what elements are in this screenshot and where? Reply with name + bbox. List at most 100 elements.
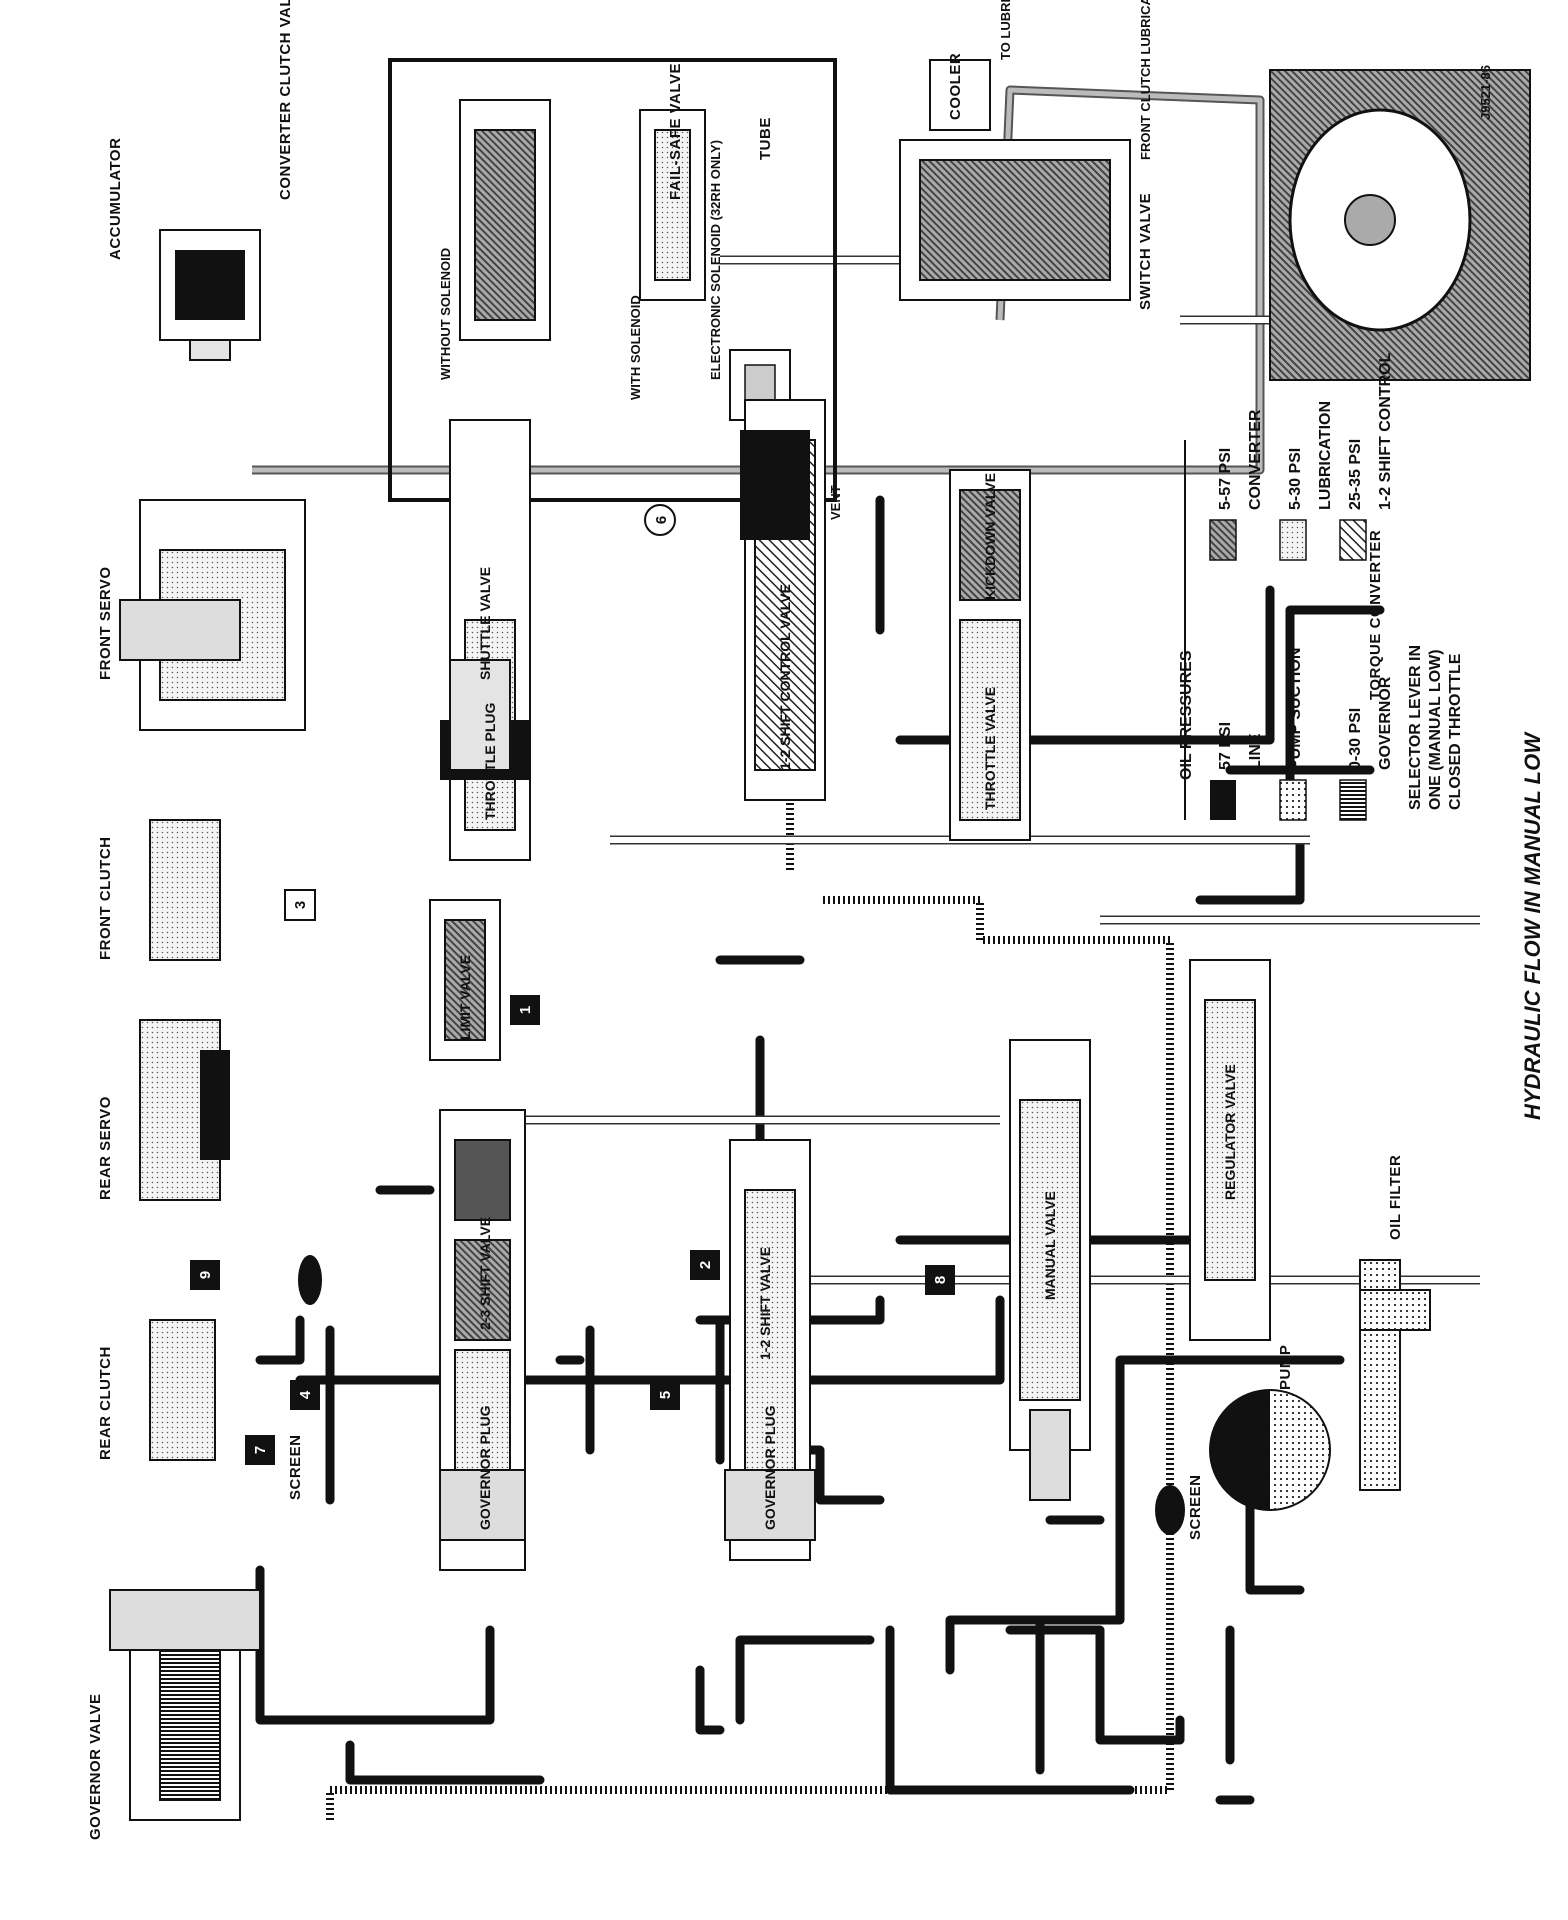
switch-valve-label: SWITCH VALVE: [1137, 193, 1154, 310]
svg-text:9: 9: [197, 1271, 214, 1279]
svg-text:57 PSI: 57 PSI: [1217, 722, 1234, 770]
shift-valve-23-label: 2-3 SHIFT VALVE: [477, 1217, 493, 1330]
svg-text:GOVERNOR: GOVERNOR: [1377, 676, 1394, 770]
legend: OIL PRESSURES 57 PSI LINE PUMP SUCTION 0…: [1178, 352, 1464, 821]
shift-control-valve-label: 1-2 SHIFT CONTROL VALVE: [777, 584, 793, 770]
torque-converter-label: TORQUE CONVERTER: [1367, 530, 1384, 700]
governor-plug-12-label: GOVERNOR PLUG: [762, 1405, 778, 1530]
shuttle-valve-label: SHUTTLE VALVE: [477, 567, 493, 680]
torque-converter: [1269, 69, 1531, 381]
front-clutch-lubrication-label: FRONT CLUTCH LUBRICATION: [1138, 0, 1153, 160]
svg-text:2: 2: [697, 1261, 714, 1269]
tube-label: TUBE: [757, 117, 774, 160]
check-ball-4: [290, 1380, 320, 1410]
oil-filter-label: OIL FILTER: [1387, 1155, 1404, 1240]
solenoid-box: [388, 58, 837, 502]
screen-left-label: SCREEN: [287, 1434, 304, 1500]
check-ball-2: [690, 1250, 720, 1280]
screen-right-label: SCREEN: [1187, 1474, 1204, 1540]
check-ball-8: [925, 1265, 955, 1295]
accumulator: [159, 229, 261, 361]
front-clutch: [149, 819, 221, 961]
regulator-valve-label: REGULATOR VALVE: [1222, 1064, 1238, 1200]
without-solenoid-label: WITHOUT SOLENOID: [438, 248, 453, 380]
svg-text:7: 7: [252, 1446, 269, 1454]
front-clutch-label: FRONT CLUTCH: [97, 837, 114, 960]
limit-valve-label: LIMIT VALVE: [457, 955, 473, 1040]
figure-id: J9521-86: [1478, 65, 1493, 120]
shift-valve-12: [724, 1139, 816, 1561]
legend-swatch-shift-control: [1339, 519, 1367, 561]
svg-text:SELECTOR LEVER IN: SELECTOR LEVER IN: [1407, 645, 1424, 810]
svg-text:8: 8: [932, 1276, 949, 1284]
check-balls: 1 2 3 4 5 6 7 8 9: [190, 504, 955, 1465]
rear-clutch-label: REAR CLUTCH: [97, 1346, 114, 1460]
svg-text:0-30 PSI: 0-30 PSI: [1347, 708, 1364, 770]
with-solenoid-label: WITH SOLENOID: [628, 295, 643, 400]
limit-valve: [429, 899, 501, 1061]
svg-text:4: 4: [297, 1390, 314, 1399]
legend-swatch-governor: [1339, 779, 1367, 821]
svg-text:6: 6: [653, 516, 670, 524]
check-ball-9: [190, 1260, 220, 1290]
rear-servo: [139, 1019, 230, 1201]
check-ball-3: [284, 889, 316, 921]
pump: [1209, 1389, 1331, 1511]
electronic-solenoid-label: ELECTRONIC SOLENOID (32RH ONLY): [708, 140, 723, 380]
svg-text:5-57 PSI: 5-57 PSI: [1217, 448, 1234, 510]
screen-left: [298, 1255, 322, 1305]
switch-valve: [899, 139, 1131, 301]
svg-text:25-35 PSI: 25-35 PSI: [1347, 439, 1364, 510]
throttle-plug-label: THROTTLE PLUG: [482, 702, 498, 820]
shuttle-valve-assembly: [440, 419, 531, 861]
svg-text:5: 5: [657, 1391, 674, 1399]
svg-text:1-2 SHIFT CONTROL: 1-2 SHIFT CONTROL: [1377, 352, 1394, 510]
check-ball-7: [245, 1435, 275, 1465]
throttle-valve-label: THROTTLE VALVE: [982, 687, 998, 810]
manual-valve: [1009, 1039, 1091, 1501]
accumulator-label: ACCUMULATOR: [107, 138, 124, 260]
to-lubrication-label: TO LUBRICATION: [998, 0, 1013, 60]
converter-clutch-valve: [459, 99, 551, 341]
rear-clutch: [149, 1319, 216, 1461]
governor-plug-23-label: GOVERNOR PLUG: [477, 1405, 493, 1530]
svg-text:CONVERTER: CONVERTER: [1247, 409, 1264, 510]
shift-control-valve-12: [740, 399, 826, 801]
legend-swatch-suction: [1279, 779, 1307, 821]
kickdown-throttle-assembly: [949, 469, 1031, 841]
rear-servo-label: REAR SERVO: [97, 1096, 114, 1200]
legend-swatch-lubrication: [1279, 519, 1307, 561]
line-to-converter-clutch: [1285, 605, 1385, 815]
manual-valve-label: MANUAL VALVE: [1042, 1191, 1058, 1300]
governor-valve: [109, 1589, 261, 1821]
svg-text:LINE: LINE: [1247, 733, 1264, 770]
oil-filter: [1359, 1289, 1431, 1331]
front-servo: [119, 499, 306, 731]
front-servo-label: FRONT SERVO: [97, 566, 114, 680]
svg-text:1: 1: [517, 1006, 534, 1014]
fail-safe-valve: [639, 109, 706, 301]
diagram-title: HYDRAULIC FLOW IN MANUAL LOW: [1520, 731, 1545, 1120]
check-ball-6: [644, 504, 676, 536]
svg-text:5-30 PSI: 5-30 PSI: [1287, 448, 1304, 510]
check-ball-5: [650, 1380, 680, 1410]
governor-valve-label: GOVERNOR VALVE: [87, 1694, 104, 1840]
fail-safe-label: FAIL-SAFE VALVE: [667, 63, 684, 200]
svg-text:PUMP SUCTION: PUMP SUCTION: [1287, 648, 1304, 770]
regulator-valve: [1189, 959, 1271, 1341]
legend-heading: OIL PRESSURES: [1178, 650, 1195, 780]
pump-label: PUMP: [1277, 1345, 1294, 1390]
governor-pressure-line: [326, 896, 1174, 1820]
svg-text:3: 3: [292, 901, 309, 909]
screen-right: [1155, 1485, 1185, 1535]
labels: CONVERTER CLUTCH VALVE ACCUMULATOR FRONT…: [87, 0, 1493, 1840]
svg-text:CLOSED THROTTLE: CLOSED THROTTLE: [1447, 653, 1464, 810]
shift-valve-12-label: 1-2 SHIFT VALVE: [757, 1247, 773, 1360]
svg-text:ONE (MANUAL LOW): ONE (MANUAL LOW): [1427, 649, 1444, 810]
kickdown-valve-label: KICKDOWN VALVE: [982, 473, 998, 600]
svg-text:LUBRICATION: LUBRICATION: [1317, 401, 1334, 510]
shift-valve-23: [439, 1109, 526, 1571]
